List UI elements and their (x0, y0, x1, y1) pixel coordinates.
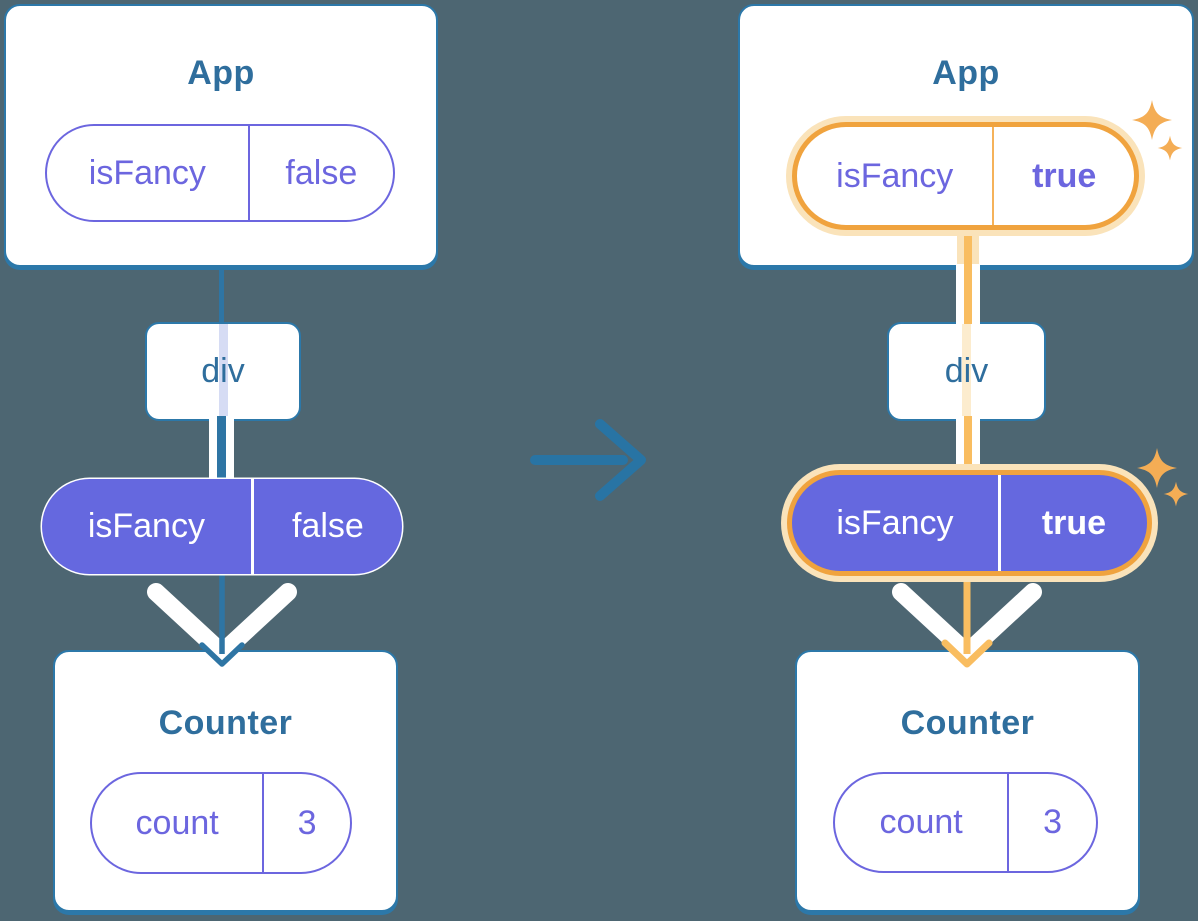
prop-value: true (992, 127, 1134, 225)
state-name: count (135, 803, 219, 842)
left-passed-prop-pill: isFancy false (42, 479, 402, 574)
right-div-label: div (944, 352, 989, 390)
prop-name: isFancy (836, 503, 954, 542)
state-name: count (879, 803, 963, 841)
prop-value: false (247, 126, 393, 220)
left-div-label: div (201, 352, 245, 390)
prop-name: isFancy (836, 156, 954, 195)
left-app-title: App (187, 54, 255, 92)
right-app-to-div-pipes (956, 264, 980, 324)
sparkles-icon (1132, 100, 1183, 161)
right-div-box: div (887, 322, 1046, 421)
left-div-box: div (145, 322, 301, 421)
left-div-line-stripe (218, 324, 228, 419)
right-div-to-pill-pipes (956, 416, 980, 476)
prop-value: false (250, 479, 402, 574)
right-div-line-stripe (962, 324, 971, 419)
sparkles-icon (1137, 448, 1189, 507)
left-app-prop-pill: isFancy false (45, 124, 395, 222)
right-app-title: App (932, 54, 1000, 92)
right-app-prop-pill-highlighted: isFancy true (792, 122, 1139, 230)
prop-name: isFancy (87, 507, 205, 545)
state-value: 3 (262, 774, 350, 872)
chevron-down-arrow-icon (147, 570, 297, 667)
left-counter-state-pill: count 3 (90, 772, 352, 874)
left-app-to-div-line (219, 260, 224, 324)
left-counter-title: Counter (158, 704, 293, 742)
right-pill-to-card-line (957, 230, 979, 266)
left-div-to-pill-pipes (209, 416, 234, 484)
prop-value: true (997, 475, 1147, 571)
prop-name: isFancy (88, 153, 206, 192)
chevron-down-arrow-icon (892, 572, 1042, 668)
right-counter-title: Counter (900, 704, 1035, 742)
right-counter-state-pill: count 3 (833, 772, 1098, 873)
state-value: 3 (1007, 774, 1096, 871)
arrow-right-icon (530, 419, 646, 501)
right-passed-prop-pill-highlighted: isFancy true (787, 470, 1152, 576)
